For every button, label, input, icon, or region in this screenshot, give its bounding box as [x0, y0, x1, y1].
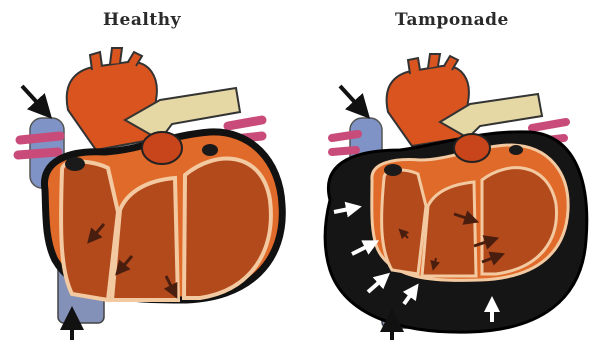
healthy-heart — [18, 48, 282, 340]
aortic-valve — [142, 132, 182, 164]
aortic-valve — [454, 134, 490, 162]
aorta — [387, 66, 469, 146]
left-chamber — [61, 162, 118, 301]
inflow-arrow-top — [340, 86, 362, 110]
atrial-opening — [65, 157, 85, 171]
tamponade-heart — [325, 54, 587, 340]
mitral-opening — [202, 144, 218, 156]
mitral-opening — [509, 145, 523, 155]
left-chamber — [382, 170, 426, 274]
atrial-opening — [384, 164, 402, 176]
inflow-arrow-top — [22, 86, 44, 110]
aorta — [67, 62, 157, 150]
